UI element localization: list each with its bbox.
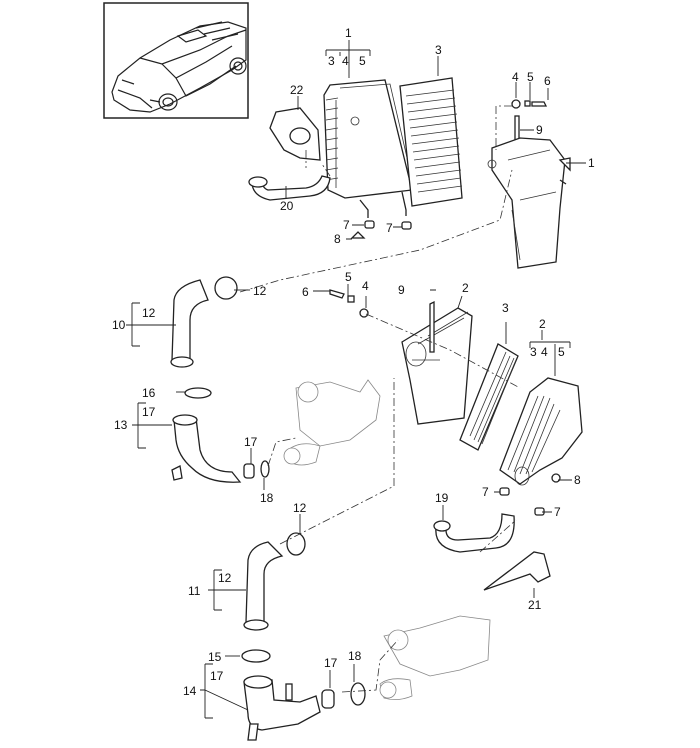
seal-17a (243, 463, 255, 479)
callout-10: 10 (112, 318, 126, 332)
nut-8a (350, 231, 366, 239)
callout-2-sub-4: 4 (541, 345, 548, 359)
callout-1: 1 (345, 26, 352, 40)
bolt-6 (531, 101, 548, 107)
hose-clamp-16 (184, 387, 212, 399)
callout-12: 12 (253, 284, 267, 298)
callout-13: 13 (114, 418, 128, 432)
callout-17: 17 (244, 435, 258, 449)
callout-11: 11 (188, 584, 201, 598)
callout-13-sub-17: 17 (142, 405, 156, 419)
car-illustration (111, 21, 247, 113)
callout-8: 8 (334, 232, 341, 246)
callout-7: 7 (386, 221, 393, 235)
hose-clamp-15 (241, 649, 271, 663)
clamp-18b (350, 682, 366, 706)
callout-21: 21 (528, 598, 542, 612)
callout-17: 17 (324, 656, 338, 670)
callout-4: 4 (362, 279, 369, 293)
rubber-mount-7b (401, 221, 412, 230)
callout-7: 7 (482, 485, 489, 499)
nut-8b (551, 473, 561, 483)
grommet-4 (511, 99, 521, 109)
callout-6: 6 (544, 74, 551, 88)
bolt-9 (514, 115, 520, 141)
bolt-9-mid (429, 300, 435, 353)
vehicle-thumbnail (103, 2, 249, 119)
callout-20: 20 (280, 199, 294, 213)
air-filter-element-lower (459, 343, 519, 451)
intake-pipe-10 (170, 276, 238, 368)
callout-2-sub-5: 5 (558, 345, 565, 359)
rubber-mount-7a (364, 220, 375, 229)
turbocharger-upper (283, 379, 381, 466)
air-filter-housing-lower-left (401, 300, 473, 425)
bolt-6-mid (329, 289, 345, 299)
callout-18: 18 (260, 491, 274, 505)
callout-9: 9 (536, 123, 543, 137)
callout-2-sub-3: 3 (530, 345, 537, 359)
callout-18: 18 (348, 649, 362, 663)
callout-2: 2 (462, 281, 469, 295)
callout-8: 8 (574, 473, 581, 487)
seal-17b (321, 689, 335, 709)
callout-9: 9 (398, 283, 405, 297)
callout-10-sub-12: 12 (142, 306, 156, 320)
intake-hose-19 (433, 513, 515, 553)
rubber-mount-7c (499, 487, 510, 496)
hardware-upper (350, 99, 548, 239)
intake-hose-20 (248, 175, 331, 201)
intake-pipe-11 (243, 532, 306, 631)
air-filter-element-upper (399, 77, 463, 207)
bushing-5-mid (347, 295, 355, 303)
callout-15: 15 (208, 650, 222, 664)
nipple (285, 683, 293, 701)
callout-7: 7 (554, 505, 561, 519)
callout-5: 5 (345, 270, 352, 284)
callout-14: 14 (183, 684, 197, 698)
bushing-5 (524, 100, 531, 107)
callout-2: 2 (539, 317, 546, 331)
callout-4: 4 (512, 70, 519, 84)
callout-14-sub-17: 17 (210, 669, 224, 683)
callout-3: 3 (435, 43, 442, 57)
clamp-18a (260, 460, 270, 478)
intake-pipe-13 (171, 387, 270, 483)
callout-19: 19 (435, 491, 449, 505)
air-guide-21 (483, 551, 551, 591)
callout-11-sub-12: 12 (218, 571, 232, 585)
turbocharger-lower (379, 615, 491, 700)
callout-6: 6 (302, 285, 309, 299)
air-filter-housing-upper-left (323, 79, 415, 218)
callout-1: 1 (588, 156, 595, 170)
grommet-4-mid (359, 308, 369, 318)
callout-1-sub-5: 5 (359, 54, 366, 68)
air-filter-housing-upper-right (487, 137, 571, 269)
callout-16: 16 (142, 386, 156, 400)
callout-12: 12 (293, 501, 307, 515)
air-guide-22 (269, 107, 321, 161)
callout-7: 7 (343, 218, 350, 232)
o-ring-12a (214, 276, 238, 300)
rubber-mount-7d (534, 507, 545, 516)
callout-5: 5 (527, 70, 534, 84)
callout-3: 3 (502, 301, 509, 315)
assembly-lines (239, 105, 521, 693)
callout-22: 22 (290, 83, 304, 97)
leader-lines (126, 40, 586, 719)
air-filter-housing-lower-right (499, 377, 583, 486)
callout-1-sub-4: 4 (342, 54, 349, 68)
callout-1-sub-3: 3 (328, 54, 335, 68)
intake-pipe-14 (241, 649, 366, 741)
